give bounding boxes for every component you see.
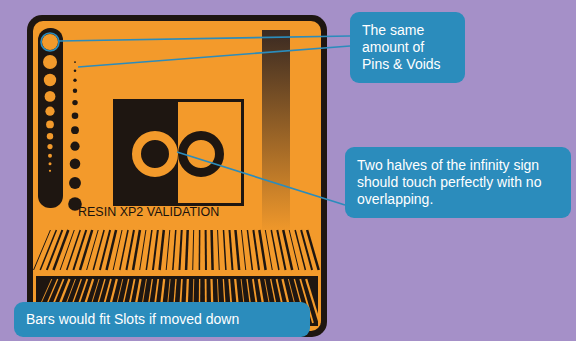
- callout-box: Two halves of the infinity sign should t…: [345, 147, 571, 218]
- plate-border: [27, 15, 327, 337]
- callout-text: Two halves of the infinity sign should t…: [357, 157, 559, 208]
- pins: [42, 34, 58, 172]
- infinity-right-half: [178, 102, 241, 203]
- leader-lines: [41, 33, 350, 205]
- callout-box: Bars would fit Slots if moved down: [14, 302, 310, 337]
- pin-slot: [38, 28, 63, 208]
- callout-text: The same amount of Pins & Voids: [362, 22, 453, 73]
- infinity-right-lobe: [183, 136, 220, 173]
- plate-face: [33, 21, 321, 331]
- callout-text: Bars would fit Slots if moved down: [26, 311, 298, 328]
- voids: [68, 61, 82, 211]
- plate-title: RESIN XP2 VALIDATION: [78, 205, 219, 219]
- gradient-bar: [262, 30, 290, 235]
- bars: [34, 230, 319, 270]
- callout-box: The same amount of Pins & Voids: [350, 12, 465, 83]
- infinity-left-lobe: [137, 136, 174, 173]
